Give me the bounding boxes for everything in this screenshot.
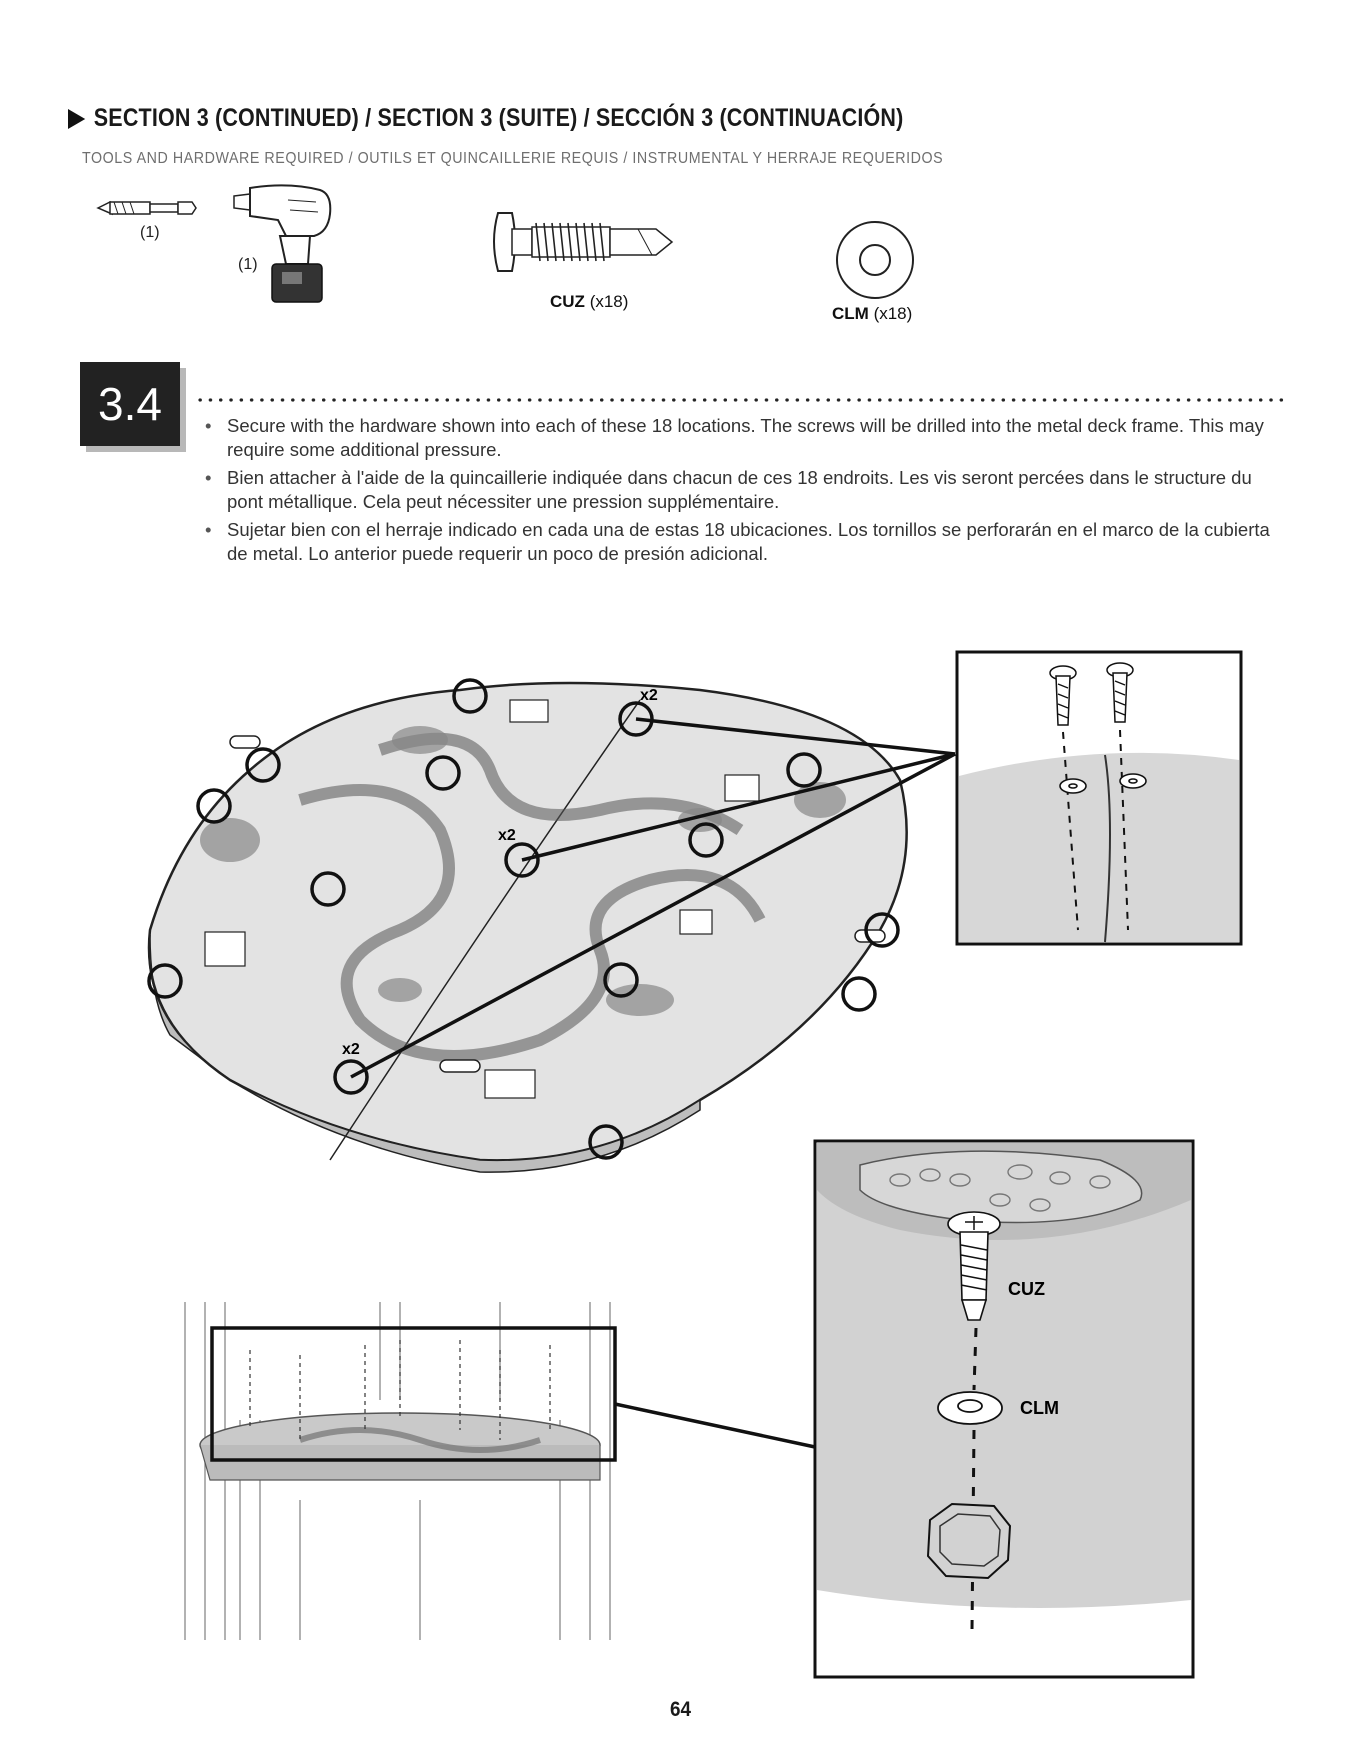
play-arrow-icon <box>68 108 86 129</box>
playset-overview <box>184 1302 816 1640</box>
deck-plate <box>147 681 908 1173</box>
drill-qty: (1) <box>238 256 258 273</box>
step-number-badge: 3.4 <box>80 362 180 446</box>
instruction-fr: Bien attacher à l'aide de la quincailler… <box>205 466 1290 514</box>
dotted-divider <box>195 398 1285 402</box>
screw-location-markers <box>147 678 900 1160</box>
multiplier-label-center: x2 <box>498 827 516 844</box>
washer-label: CLM (x18) <box>832 304 913 323</box>
drill-bit-icon <box>96 200 197 216</box>
detail-box-top <box>955 650 1243 946</box>
washer-icon <box>836 221 914 299</box>
instruction-en: Secure with the hardware shown into each… <box>205 414 1290 462</box>
multiplier-label-top: x2 <box>640 687 658 704</box>
power-drill-icon <box>233 184 332 303</box>
screw-label: CUZ (x18) <box>550 292 629 311</box>
page-number: 64 <box>669 1698 692 1721</box>
section-title: SECTION 3 (CONTINUED) / SECTION 3 (SUITE… <box>68 104 903 133</box>
detail-washer-label: CLM <box>1020 1398 1059 1418</box>
instruction-list: Secure with the hardware shown into each… <box>205 414 1290 570</box>
screw-icon <box>493 212 674 272</box>
detail-box-bottom: CUZ CLM <box>813 1139 1195 1679</box>
drill-bit-qty: (1) <box>140 224 160 241</box>
tools-hardware-subtitle: TOOLS AND HARDWARE REQUIRED / OUTILS ET … <box>82 150 944 167</box>
multiplier-label-bottom: x2 <box>342 1041 360 1058</box>
instruction-es: Sujetar bien con el herraje indicado en … <box>205 518 1290 566</box>
detail-screw-label: CUZ <box>1008 1279 1045 1299</box>
